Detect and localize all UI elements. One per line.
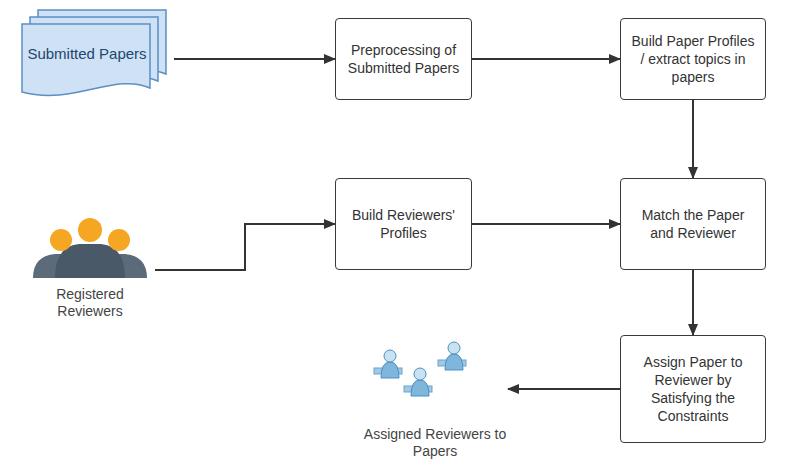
document-stack: Submitted Papers bbox=[12, 8, 174, 106]
node-label: Assigned Reviewers to Papers bbox=[362, 426, 508, 460]
node-label: Build Paper Profiles / extract topics in… bbox=[629, 32, 757, 86]
node-label: Match the Paper and Reviewer bbox=[629, 206, 757, 242]
process-box: Build Paper Profiles / extract topics in… bbox=[620, 18, 766, 100]
flow-arrow bbox=[692, 100, 694, 178]
people-icon bbox=[25, 216, 155, 280]
process-box: Build Reviewers' Profiles bbox=[335, 178, 472, 270]
flow-arrow bbox=[472, 223, 620, 225]
node-label: Build Reviewers' Profiles bbox=[344, 206, 463, 242]
node-label: Submitted Papers bbox=[24, 26, 150, 82]
node-label: Registered Reviewers bbox=[25, 286, 155, 320]
node-label: Preprocessing of Submitted Papers bbox=[344, 41, 463, 77]
node-label: Assign Paper to Reviewer by Satisfying t… bbox=[629, 353, 757, 425]
process-box: Assign Paper to Reviewer by Satisfying t… bbox=[620, 335, 766, 443]
flow-arrow bbox=[174, 58, 335, 60]
assigned-icon: Assigned Reviewers to Papers bbox=[362, 334, 508, 460]
flow-arrow bbox=[508, 388, 620, 390]
users-icon bbox=[362, 334, 508, 398]
reviewers-icon: Registered Reviewers bbox=[25, 216, 155, 320]
process-box: Preprocessing of Submitted Papers bbox=[335, 18, 472, 100]
flow-arrow bbox=[472, 58, 620, 60]
flow-arrow bbox=[155, 224, 335, 270]
process-box: Match the Paper and Reviewer bbox=[620, 178, 766, 270]
flow-arrow bbox=[692, 270, 694, 335]
